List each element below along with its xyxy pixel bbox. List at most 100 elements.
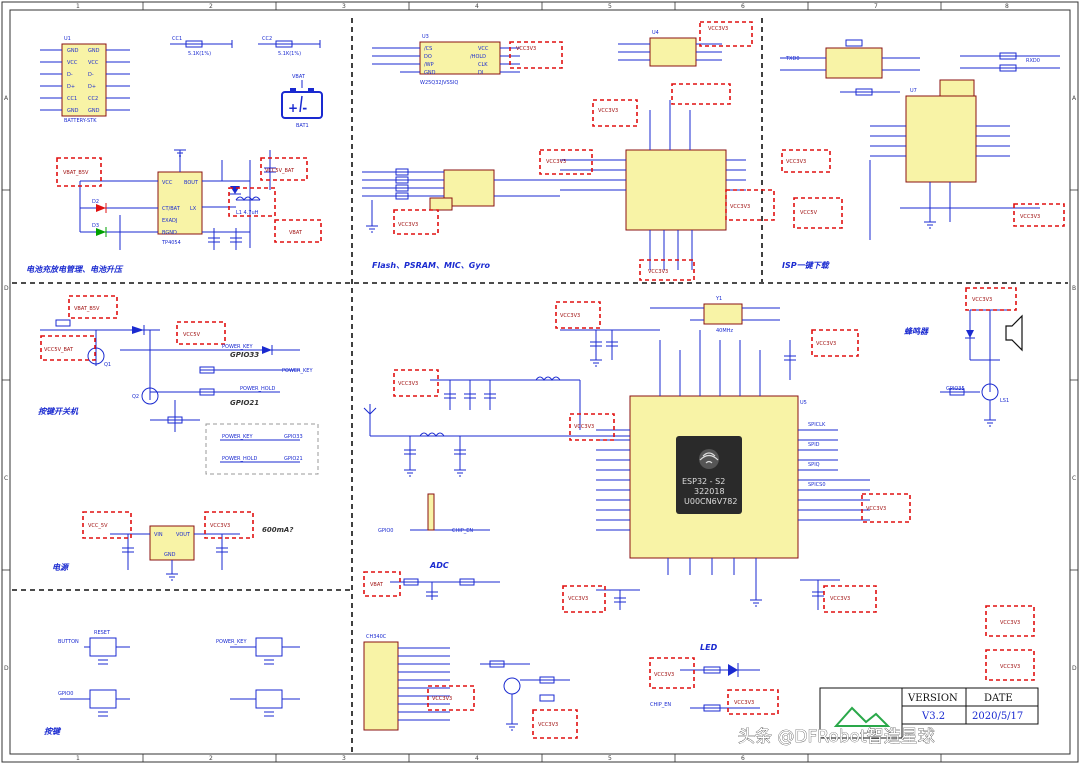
inner-frame: [9, 9, 1071, 755]
svg-text:/CS: /CS: [424, 46, 432, 52]
adc-divider: [390, 578, 500, 600]
esp-bottom-caps: [596, 579, 840, 610]
codec-chip: [560, 100, 746, 270]
frame-letters-right: A B C D: [1072, 95, 1077, 672]
svg-text:D: D: [1072, 665, 1077, 672]
svg-text:D: D: [4, 285, 9, 292]
svg-text:322018: 322018: [694, 487, 725, 496]
cc-resistors: CC1 CC2 5.1K(1%) 5.1K(1%): [170, 36, 321, 57]
svg-text:40MHz: 40MHz: [716, 328, 733, 334]
svg-text:D+: D+: [67, 84, 75, 90]
svg-text:A: A: [4, 95, 9, 102]
net-power-key-btn: POWER_KEY: [216, 639, 247, 645]
isp-transistors: [780, 39, 920, 96]
svg-text:VOUT: VOUT: [176, 532, 191, 538]
svg-text:DO: DO: [424, 54, 432, 60]
net-vcc3v3-b: VCC3V3: [546, 159, 566, 165]
net-vbat-b5v-2: VBAT_B5V: [74, 306, 100, 312]
title-block: VERSION DATE V3.2 2020/5/17: [819, 687, 1039, 739]
svg-text:CC1: CC1: [172, 36, 182, 42]
svg-text:D-: D-: [67, 72, 73, 78]
svg-text:GND: GND: [88, 108, 100, 114]
net-vcc3v3-buzzer: VCC3V3: [972, 297, 992, 303]
svg-text:GND: GND: [164, 552, 176, 558]
svg-text:1: 1: [76, 755, 80, 762]
svg-text:2: 2: [209, 755, 213, 762]
svg-text:A: A: [1072, 95, 1077, 102]
svg-text:BATTERY-STK: BATTERY-STK: [64, 118, 97, 124]
charge-leds: D2 D3: [79, 180, 107, 237]
svg-text:BOUT: BOUT: [184, 180, 199, 186]
svg-text:5: 5: [608, 755, 612, 762]
net-vcc3v3-f: VCC3V3: [1020, 214, 1040, 220]
svg-text:CT/BAT: CT/BAT: [162, 206, 181, 212]
battery-symbol: + - BAT1 VBAT: [281, 74, 323, 129]
svg-text:/WP: /WP: [424, 62, 434, 68]
section-title-buzzer: 蜂鸣器: [904, 327, 929, 336]
rf-matching: [363, 376, 630, 470]
net-labels: VBAT_B5V VCC5V_BAT VBAT VCC3V3 VCC3V3 VC…: [44, 26, 1040, 728]
svg-text:Y1: Y1: [715, 296, 722, 302]
net-vcc3v3-d: VCC3V3: [730, 204, 750, 210]
svg-text:U5: U5: [800, 400, 807, 406]
net-vcc3v3-esp: VCC3V3: [560, 313, 580, 319]
net-vcc5v-bat-top: VCC5V_BAT: [265, 168, 295, 174]
svg-text:7: 7: [874, 3, 878, 10]
crystal-y1: [650, 303, 780, 325]
svg-text:CLK: CLK: [478, 62, 488, 68]
net-vcc3v3-a: VCC3V3: [598, 108, 618, 114]
section-title-adc: ADC: [429, 561, 449, 570]
status-led: [680, 663, 760, 712]
key-buttons: [60, 637, 300, 717]
net-button: BUTTON: [58, 639, 79, 645]
watermark: 头条 @DFRobot智造星球: [738, 727, 935, 747]
section-title-isp: ISP一键下载: [782, 261, 831, 270]
net-power-key-2: POWER_KEY: [282, 368, 313, 374]
svg-text:LX: LX: [190, 206, 197, 212]
net-vcc5v-ldo: VCC_5V: [88, 523, 108, 529]
svg-text:/HOLD: /HOLD: [470, 54, 486, 60]
net-vcc3v3-i: VCC3V3: [1000, 620, 1020, 626]
net-spics0: SPICS0: [808, 482, 826, 488]
svg-text:VIN: VIN: [154, 532, 163, 538]
svg-text:3: 3: [342, 3, 346, 10]
net-txd0: TXD0: [785, 56, 800, 62]
mic-block: [362, 168, 560, 226]
section-title-power: 电源: [52, 563, 70, 572]
ldo-regulator: VIN VOUT GND: [110, 525, 240, 574]
svg-text:GND: GND: [424, 70, 436, 76]
net-power-hold: POWER_HOLD: [240, 386, 276, 392]
svg-text:B: B: [1072, 285, 1076, 292]
net-gpio35: GPIO35: [946, 386, 965, 392]
net-rxd0: RXD0: [1026, 58, 1040, 64]
svg-text:4: 4: [475, 3, 479, 10]
svg-text:DI: DI: [478, 70, 483, 76]
net-chip-en-led: CHIP_EN: [650, 702, 671, 708]
svg-text:5.1K(1%): 5.1K(1%): [188, 51, 211, 57]
esp32-module: ESP32 - S2 322018 U00CN6V782: [596, 330, 870, 600]
svg-text:D3: D3: [92, 223, 99, 229]
svg-text:CC2: CC2: [88, 96, 98, 102]
net-vcc3v3-isp: VCC3V3: [786, 159, 806, 165]
net-spid: SPID: [808, 442, 820, 448]
svg-text:D2: D2: [92, 199, 99, 205]
svg-text:6: 6: [741, 755, 745, 762]
net-power-key-3: POWER_KEY: [222, 434, 253, 440]
svg-text:D: D: [4, 665, 9, 672]
version-label: VERSION: [907, 693, 958, 704]
section-title-led: LED: [700, 643, 718, 652]
section-separators: [12, 18, 1068, 752]
date-value: 2020/5/17: [972, 711, 1023, 722]
section-title-keys: 按键: [44, 727, 62, 736]
lcd-connector: [363, 641, 450, 731]
net-gpio33: GPIO33: [284, 434, 303, 440]
svg-text:GND: GND: [88, 48, 100, 54]
net-vbat-adc: VBAT: [370, 582, 384, 588]
gpio21-note: GPIO21: [230, 399, 259, 407]
net-vcc3v3-c: VCC3V3: [398, 222, 418, 228]
frame-letters-left: A D C D: [4, 95, 9, 672]
